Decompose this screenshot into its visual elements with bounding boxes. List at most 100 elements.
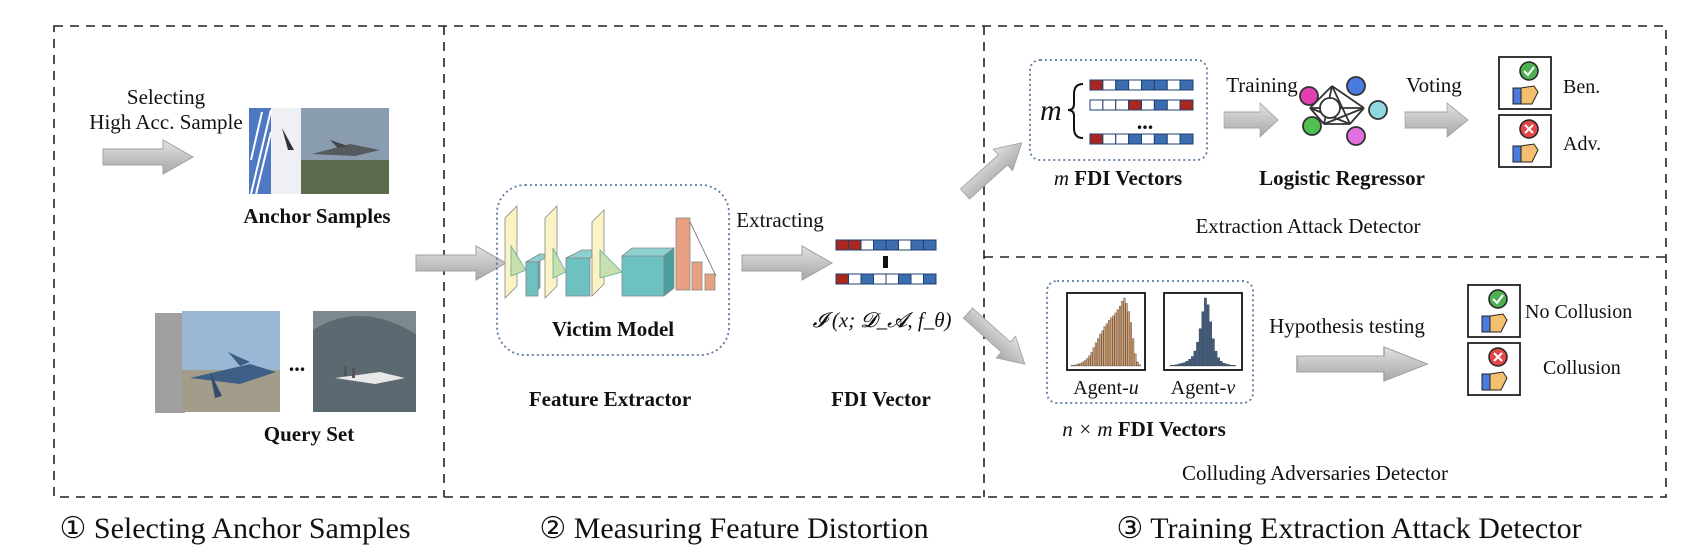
vector-cell	[873, 273, 887, 285]
fdi-formula: 𝓘 (x; 𝓓_𝓐, f_θ)	[812, 308, 952, 332]
histogram-bar	[1209, 321, 1212, 367]
histogram-bar	[1123, 297, 1126, 367]
vector-cell	[1115, 79, 1130, 91]
histogram-bar	[1183, 362, 1186, 367]
vector-cell	[898, 273, 912, 285]
logistic-regressor-graph	[1299, 76, 1388, 146]
histogram-bar	[1094, 342, 1098, 367]
vector-cell	[1166, 133, 1181, 145]
vector-cell	[1102, 133, 1117, 145]
vector-cell	[835, 273, 849, 285]
vector-cell	[885, 239, 899, 251]
histogram-bar	[1198, 328, 1202, 367]
histogram-bar	[1121, 301, 1124, 367]
m-brace	[1067, 83, 1084, 139]
adversary-badge-icon	[1498, 114, 1552, 168]
vectors-ellipsis: ...	[1136, 109, 1154, 134]
query-ellipsis: ...	[288, 351, 306, 376]
vector-cell	[1128, 79, 1142, 91]
vector-cell	[1089, 79, 1104, 91]
query-set-label: Query Set	[263, 422, 355, 446]
vector-cell	[923, 239, 937, 251]
voting-label: Voting	[1406, 73, 1462, 97]
vector-cell	[1179, 99, 1194, 111]
outer-frame	[53, 25, 1667, 498]
histogram-bar	[1172, 365, 1176, 367]
anchor-samples-label: Anchor Samples	[243, 204, 391, 228]
vector-cell	[910, 239, 924, 251]
histogram-bar	[1196, 342, 1199, 367]
agent-v-label: Agent-v	[1170, 377, 1236, 399]
vector-cell	[848, 273, 862, 285]
extract-arrow	[741, 245, 833, 281]
hypothesis-testing-label: Hypothesis testing	[1269, 314, 1425, 338]
histogram-bar	[1125, 303, 1128, 367]
histogram-bar	[1227, 364, 1231, 367]
nm-vectors-box	[1046, 280, 1254, 404]
voting-arrow	[1404, 102, 1469, 138]
histogram-bar	[1110, 317, 1113, 367]
histogram-bar	[1175, 364, 1178, 367]
vector-cell	[1115, 133, 1130, 145]
histogram-bar	[1092, 347, 1095, 367]
anchor-samples-image	[249, 108, 389, 195]
panel1-caption: ① Selecting Anchor Samples	[59, 512, 411, 545]
histogram-bar	[1101, 330, 1104, 367]
histogram-bar	[1075, 364, 1078, 367]
histogram-bar	[1185, 361, 1189, 367]
histogram-bar	[1073, 365, 1076, 367]
histogram-bar	[1097, 338, 1100, 367]
histogram-bar	[1086, 358, 1089, 367]
benign-label: Ben.	[1563, 76, 1601, 98]
vector-bar	[883, 256, 888, 268]
vector-cell	[860, 273, 874, 285]
histogram-bar	[1225, 363, 1228, 367]
vector-cell	[835, 239, 849, 251]
histogram-bar	[1212, 338, 1215, 367]
histogram-bar	[1188, 359, 1191, 367]
histogram-bar	[1088, 355, 1091, 367]
histogram-bar	[1127, 311, 1130, 367]
histogram-bar	[1169, 365, 1173, 367]
vector-cell	[1179, 79, 1194, 91]
panel2-caption: ② Measuring Feature Distortion	[539, 512, 929, 545]
logistic-regressor-label: Logistic Regressor	[1259, 166, 1425, 190]
vector-cell	[1128, 133, 1142, 145]
histogram-bar	[1108, 320, 1111, 367]
histogram-bar	[1180, 363, 1183, 367]
vector-cell	[898, 239, 912, 251]
select-arrow	[102, 139, 194, 175]
histogram-bar	[1214, 350, 1218, 367]
histogram-bar	[1118, 306, 1122, 367]
histogram-bar	[1112, 315, 1115, 367]
vector-cell	[1153, 99, 1168, 111]
training-arrow	[1223, 102, 1279, 138]
query-set-images	[155, 311, 416, 413]
histogram-bar	[1105, 323, 1108, 367]
no-collusion-badge-icon	[1467, 284, 1521, 338]
histogram-bar	[1201, 311, 1205, 367]
vector-cell	[1141, 133, 1155, 145]
up-arrow	[954, 131, 1032, 206]
histogram-bar	[1233, 365, 1236, 367]
vector-cell	[1153, 79, 1168, 91]
histogram-bar	[1083, 360, 1087, 367]
vector-cell	[1089, 99, 1104, 111]
victim-model-label: Victim Model	[551, 317, 675, 341]
histogram-bar	[1129, 322, 1133, 367]
histogram-bar	[1081, 361, 1084, 367]
no-collusion-label: No Collusion	[1525, 301, 1633, 323]
m-vectors-box	[1029, 59, 1208, 161]
histogram-bar	[1103, 326, 1106, 367]
vector-cell	[910, 273, 924, 285]
vector-cell	[923, 273, 937, 285]
vector-cell	[873, 239, 887, 251]
training-label: Training	[1226, 73, 1298, 97]
vector-cell	[885, 273, 899, 285]
vector-cell	[848, 239, 862, 251]
selecting-label-line2: High Acc. Sample	[89, 110, 243, 134]
agent-u-histogram	[1070, 297, 1141, 367]
histogram-bar	[1132, 338, 1135, 367]
nm-fdi-vectors-label: n × m FDI Vectors	[1062, 417, 1226, 441]
histogram-bar	[1077, 363, 1080, 367]
